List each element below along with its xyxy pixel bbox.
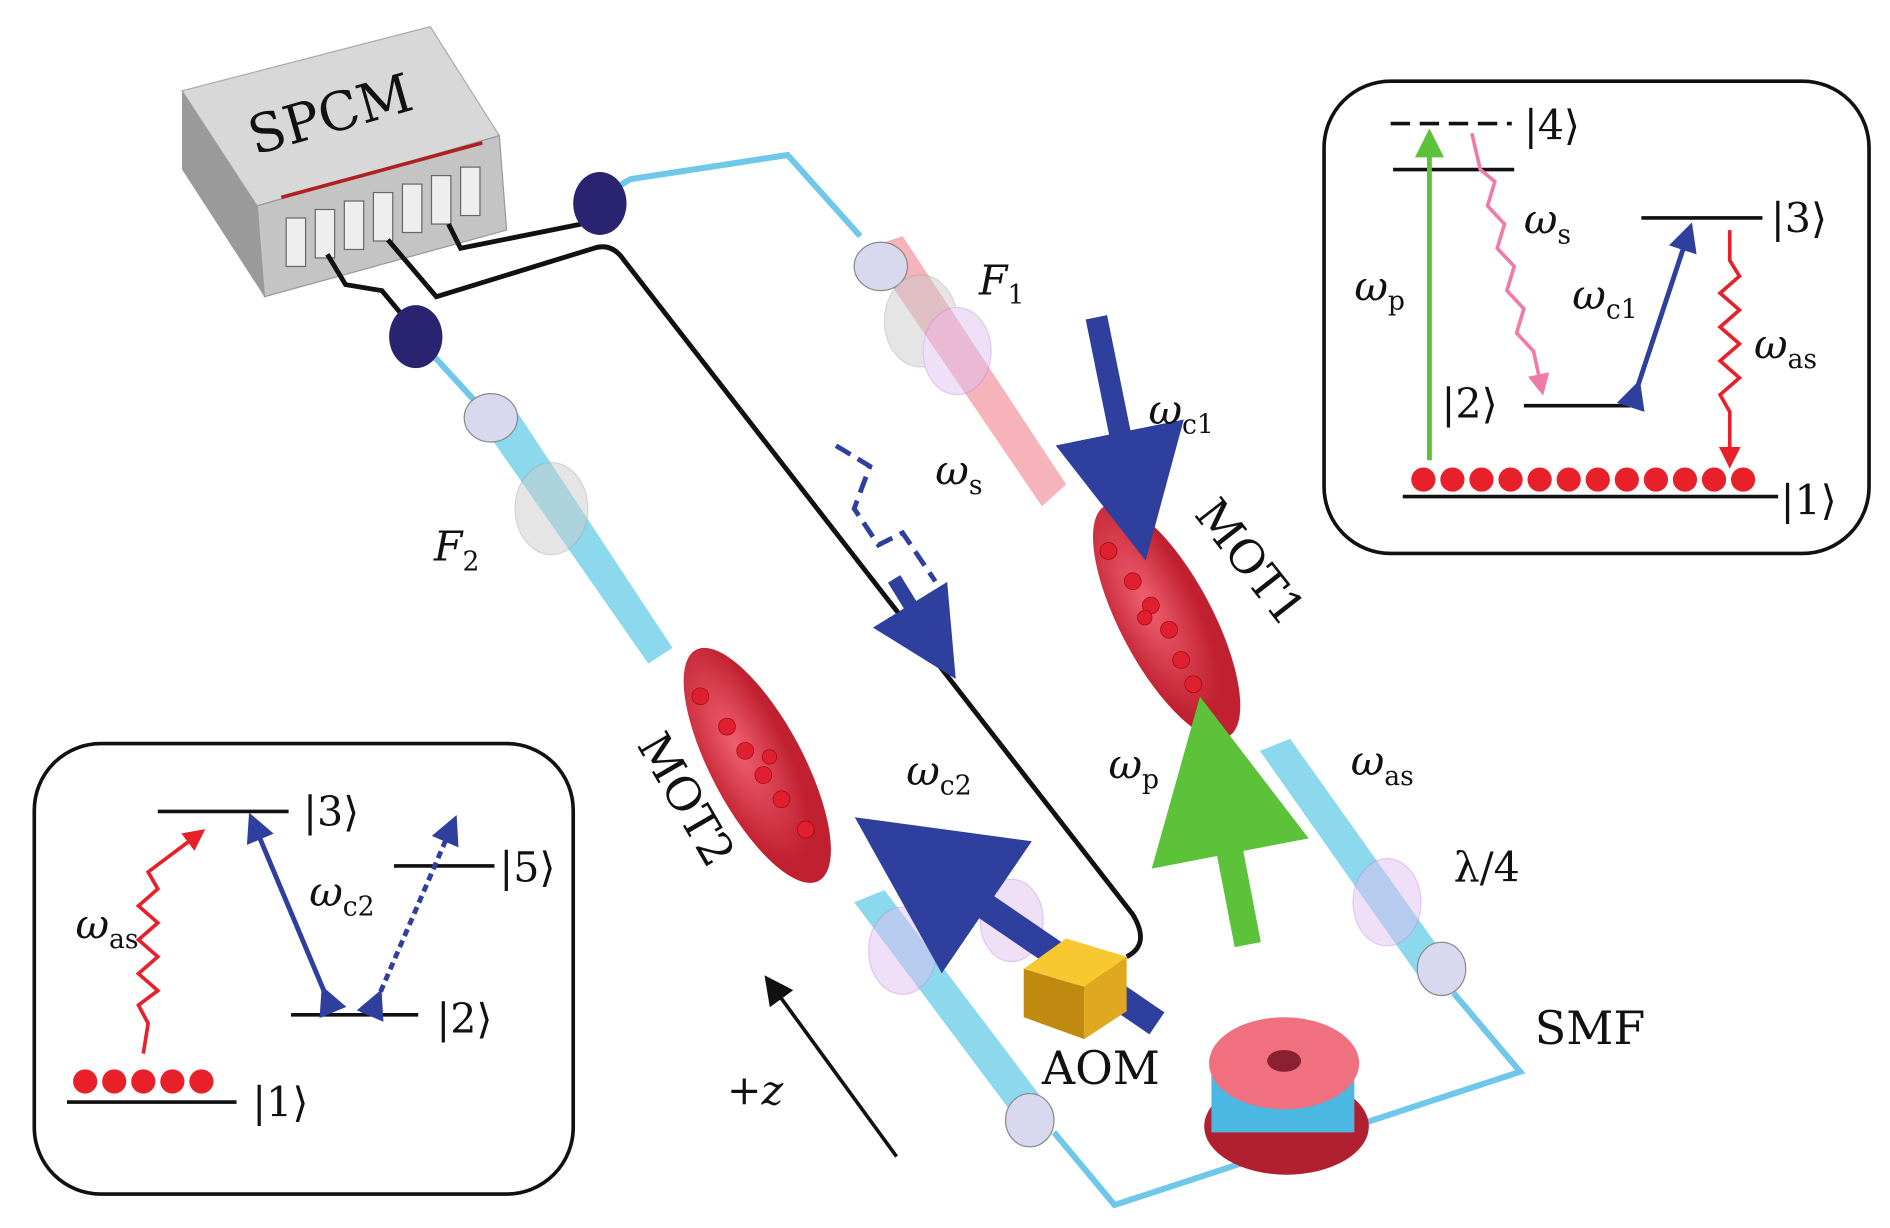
coupling-beam-c1-arrow [1055, 315, 1184, 561]
svg-text:ωc1: ωc1 [1572, 271, 1637, 326]
smf-label: SMF [1535, 1001, 1646, 1055]
z-axis-label: +z [727, 1066, 783, 1114]
svg-text:|3⟩: |3⟩ [1771, 195, 1827, 243]
aom-label: AOM [1041, 1041, 1160, 1095]
omega-s-label: ωs [935, 446, 982, 501]
waveplate-label: λ/4 [1454, 844, 1520, 892]
svg-text:ωs: ωs [1524, 196, 1571, 251]
beam-c1-continuation-arrow [872, 575, 956, 679]
svg-text:|2⟩: |2⟩ [436, 995, 492, 1043]
svg-text:|5⟩: |5⟩ [499, 844, 555, 892]
f2-label: F2 [433, 523, 480, 578]
energy-level-inset-mot2: |3⟩ |5⟩ |2⟩ |1⟩ ωas ωc2 [32, 741, 576, 1196]
pump-beam-arrow [1151, 696, 1309, 948]
svg-text:|1⟩: |1⟩ [252, 1079, 308, 1127]
svg-text:ωp: ωp [1354, 262, 1405, 317]
detector-head-2 [389, 305, 443, 369]
omega-p-label: ωp [1108, 741, 1159, 796]
f1-label: F1 [978, 256, 1025, 311]
coupler-smf-1 [1416, 941, 1467, 997]
mot1-cloud [1092, 503, 1241, 739]
dashed-beam-path [834, 443, 938, 583]
svg-text:ωas: ωas [75, 901, 138, 956]
omega-c2-label: ωc2 [906, 747, 971, 802]
coupler-f1 [853, 241, 909, 292]
svg-text:|3⟩: |3⟩ [303, 788, 359, 836]
omega-as-label: ωas [1351, 737, 1414, 792]
detector-head-1 [573, 171, 627, 235]
z-axis-arrow [764, 975, 899, 1158]
svg-text:ωc2: ωc2 [309, 868, 374, 923]
fiber-spool [1204, 1017, 1369, 1175]
svg-text:|4⟩: |4⟩ [1524, 101, 1580, 149]
svg-text:|1⟩: |1⟩ [1781, 477, 1837, 525]
spcm-detector: SPCM [181, 25, 508, 298]
coupler-f2 [463, 392, 519, 443]
atoms [691, 542, 1203, 839]
aom-cube [1023, 938, 1127, 1040]
omega-c1-label: ωc1 [1148, 386, 1213, 441]
energy-level-inset-mot1: |4⟩ |3⟩ |2⟩ |1⟩ ωp ωs ωc1 ωas [1322, 79, 1871, 556]
mot2-cloud [683, 647, 831, 883]
svg-text:|2⟩: |2⟩ [1442, 380, 1498, 428]
svg-text:ωas: ωas [1754, 320, 1817, 375]
coupler-smf-2 [1004, 1092, 1055, 1148]
